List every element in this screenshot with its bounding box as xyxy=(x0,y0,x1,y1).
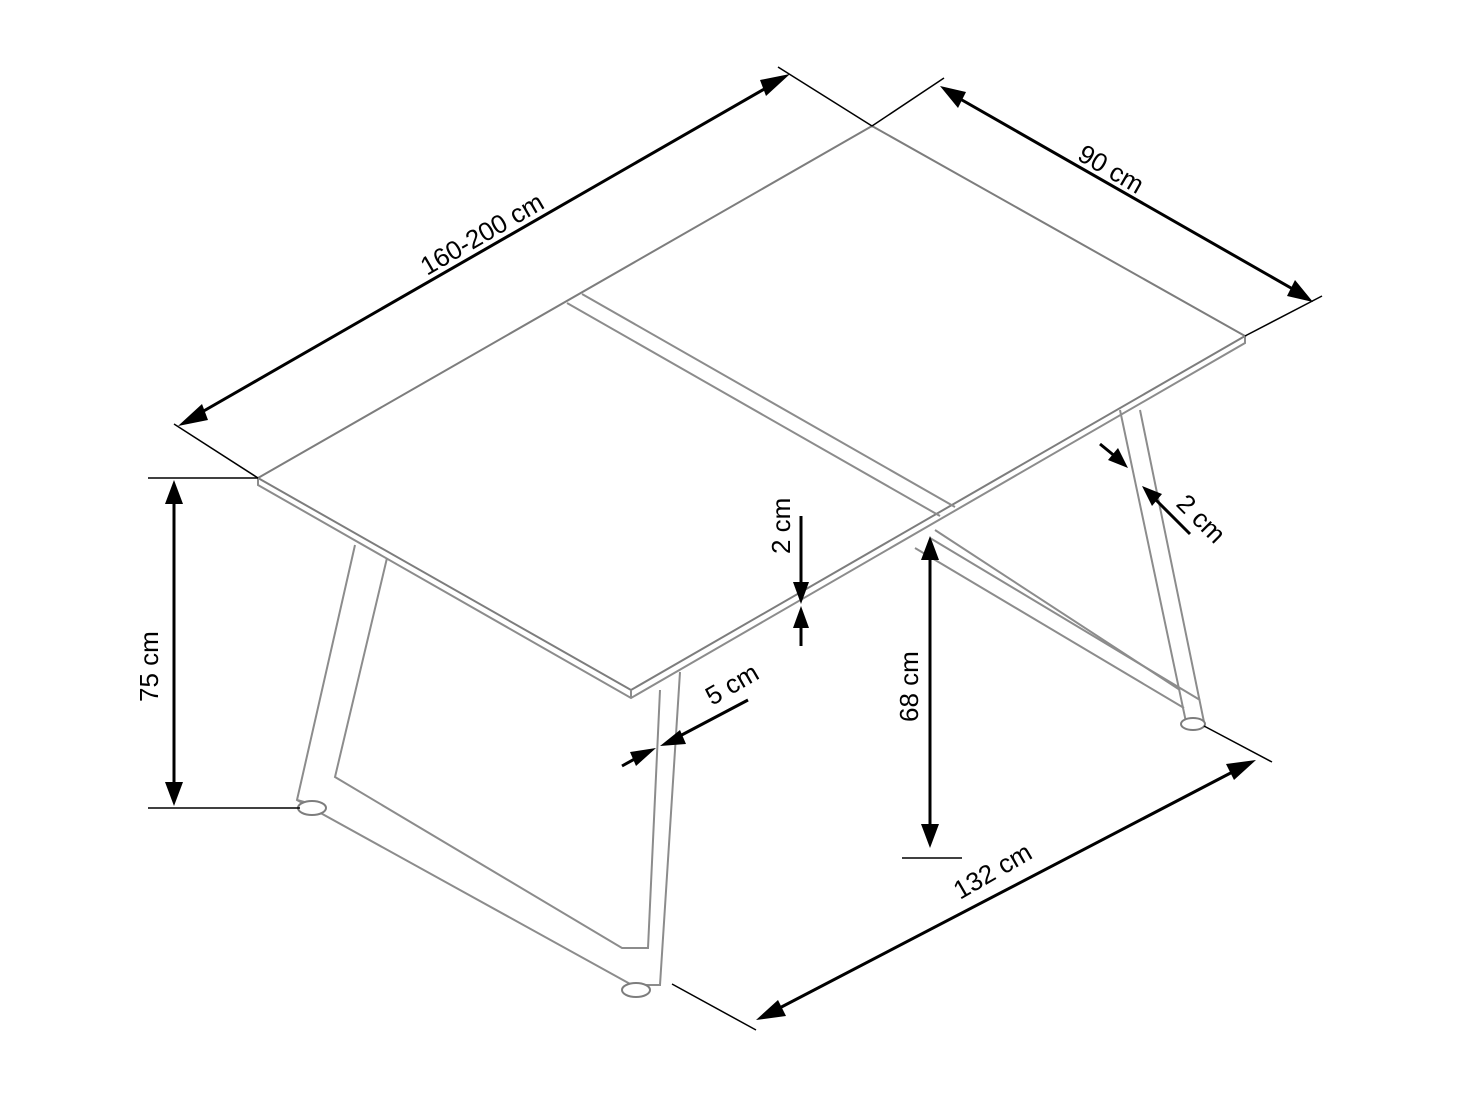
leg-width-label: 5 cm xyxy=(700,657,764,711)
leg-height-dimension xyxy=(902,536,962,859)
top-thickness-side-label: 2 cm xyxy=(1171,488,1232,549)
table-top xyxy=(255,124,1248,700)
width-label: 90 cm xyxy=(1073,138,1149,199)
leg-width-dimension xyxy=(621,698,749,768)
height-label: 75 cm xyxy=(134,631,164,702)
leg-span-dimension xyxy=(671,725,1273,1031)
extension-leaf-seam-2 xyxy=(581,293,956,508)
length-dimension xyxy=(173,66,873,479)
front-left-leg-frame xyxy=(295,544,681,998)
extension-leaf-seam-1 xyxy=(566,302,941,517)
top-thickness-side-dimension xyxy=(1099,442,1192,536)
back-right-leg-frame xyxy=(914,409,1206,731)
leg-span-label: 132 cm xyxy=(948,837,1037,906)
width-dimension xyxy=(871,77,1323,337)
height-dimension xyxy=(148,477,300,809)
length-label: 160-200 cm xyxy=(415,187,549,282)
top-thickness-front-label: 2 cm xyxy=(766,498,796,554)
top-thickness-front-dimension xyxy=(793,516,809,646)
leg-height-label: 68 cm xyxy=(894,651,924,722)
